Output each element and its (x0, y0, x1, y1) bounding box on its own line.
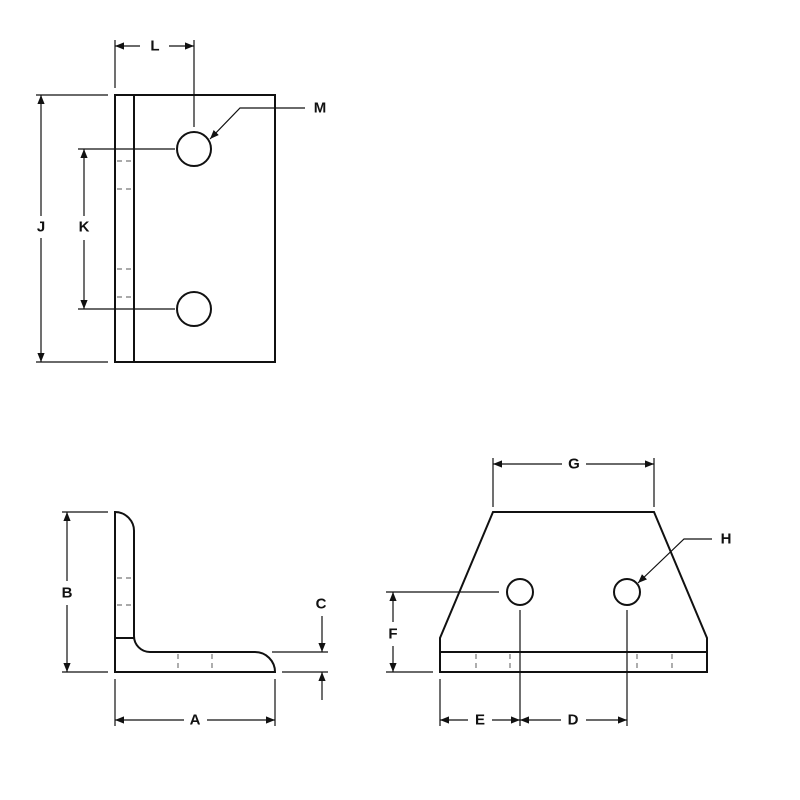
label-c: C (316, 596, 327, 613)
hidden-lines-front (475, 654, 673, 671)
dimension-c: C (272, 596, 328, 700)
top-view: L M J K (36, 38, 326, 363)
label-b: B (62, 585, 73, 602)
hole-bottom (176, 291, 212, 327)
dimension-k: K (78, 148, 175, 310)
label-h: H (721, 531, 732, 548)
hole-top (176, 131, 212, 167)
dimension-f: F (386, 591, 499, 673)
label-f: F (388, 626, 397, 643)
label-a: A (190, 712, 201, 729)
front-view: G H F E D (386, 456, 731, 729)
hidden-lines-top (117, 160, 133, 298)
label-k: K (79, 219, 90, 236)
dimension-b: B (62, 511, 108, 673)
label-e: E (475, 712, 485, 729)
label-m: M (314, 100, 327, 117)
label-j: J (37, 219, 45, 236)
side-view: B A C (62, 510, 328, 729)
hole-right (613, 578, 641, 606)
label-d: D (568, 712, 579, 729)
label-l: L (150, 38, 159, 55)
hidden-lines-side (117, 577, 213, 671)
label-g: G (568, 456, 580, 473)
hole-left (506, 578, 534, 606)
angle-profile (114, 510, 277, 673)
leader-m: M (209, 100, 327, 140)
dimension-a: A (114, 679, 276, 729)
leader-h: H (637, 531, 732, 584)
dimension-j: J (36, 94, 108, 363)
dimension-l: L (114, 38, 195, 127)
dimension-d: D (520, 610, 628, 729)
trapezoid-outline (439, 511, 708, 673)
plate-outline (114, 94, 276, 363)
dimension-e: E (439, 610, 521, 729)
dimension-g: G (492, 456, 655, 507)
